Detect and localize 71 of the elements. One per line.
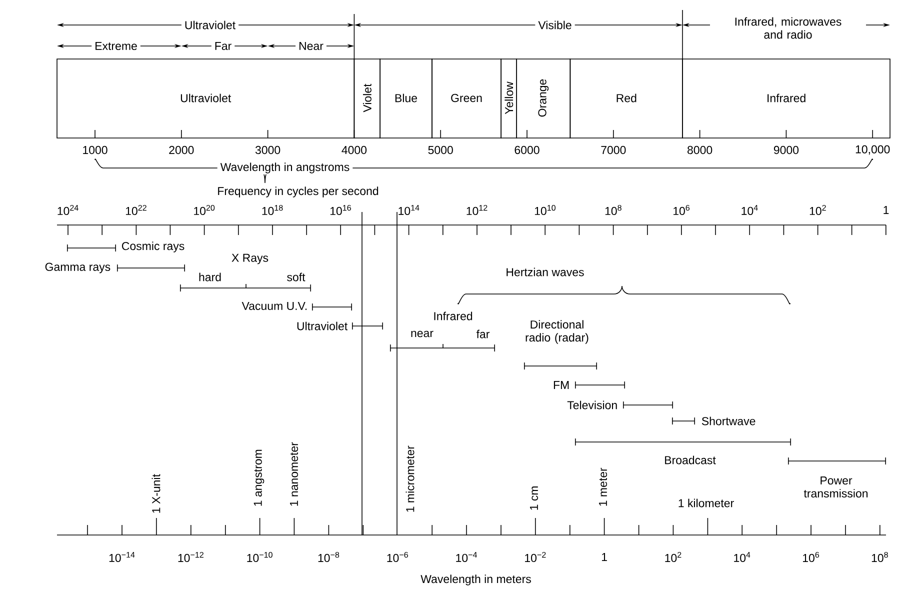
tick-label: 10$^{2}$ <box>810 204 826 216</box>
tick-label: 10$^{4}$ <box>734 552 750 562</box>
tick-label: 10$^{−10}$ <box>247 552 272 562</box>
tick-label: 10$^{10}$ <box>534 204 556 216</box>
band-cell: Violet <box>354 58 380 138</box>
band-label: Power transmission <box>804 476 868 498</box>
tick-label: 10$^{6}$ <box>674 204 690 216</box>
unit-label: 1 meter <box>599 468 608 506</box>
tick-label: 10$^{2}$ <box>665 552 682 562</box>
unit-label: 1 angstrom <box>254 450 264 506</box>
range-label: Far <box>211 41 235 52</box>
tick-label: 7000 <box>601 146 626 154</box>
tick-label: 10$^{4}$ <box>742 205 758 215</box>
band-cell: Orange <box>516 58 571 138</box>
unit-label: 1 kilometer <box>678 498 734 508</box>
band-label: far <box>476 330 490 338</box>
band-label: Cosmic rays <box>122 242 184 252</box>
tick-label: 1 <box>602 553 607 561</box>
range-label: Near <box>296 41 326 52</box>
tick-label: 10$^{24}$ <box>58 204 78 216</box>
band-cell: Yellow <box>500 58 517 138</box>
range-label: Ultraviolet <box>181 20 239 30</box>
tick-label: 5000 <box>428 146 453 154</box>
band-label: Infrared <box>434 312 472 320</box>
tick-label: 10$^{12}$ <box>466 204 488 216</box>
band-label: Gamma rays <box>45 262 110 274</box>
band-label: FM <box>554 381 569 389</box>
axis-title: Wavelength in angstroms <box>217 162 353 174</box>
axis-title: Wavelength in meters <box>420 574 531 586</box>
tick-label: 10$^{22}$ <box>126 204 146 216</box>
band-label: hard <box>199 272 221 282</box>
tick-label: 10$^{−14}$ <box>109 552 135 562</box>
tick-label: 10$^{−8}$ <box>318 552 340 562</box>
band-label: Broadcast <box>665 456 716 464</box>
band-label: near <box>411 330 434 338</box>
unit-label: 1 nanometer <box>290 442 298 506</box>
tick-label: 10$^{14}$ <box>398 205 420 215</box>
range-label: Extreme <box>92 41 140 52</box>
tick-label: 10$^{−12}$ <box>178 552 204 562</box>
band-label: Directional radio (radar) <box>526 320 588 344</box>
band-label: soft <box>287 272 306 282</box>
tick-label: 1 <box>884 206 889 214</box>
tick-label: 10$^{−4}$ <box>456 552 477 562</box>
tick-label: 10$^{−2}$ <box>525 552 546 562</box>
band-cell: Ultraviolet <box>56 58 355 138</box>
band-label: Hertzian waves <box>506 268 584 276</box>
unit-label: 1 micrometer <box>406 446 414 512</box>
tick-label: 10$^{18}$ <box>262 204 283 216</box>
band-label: X Rays <box>232 254 268 264</box>
band-label: Ultraviolet <box>297 322 348 330</box>
unit-label: 1 cm <box>530 486 538 510</box>
unit-label: 1 X-unit <box>152 474 160 513</box>
band-cell: Red <box>570 58 683 138</box>
tick-label: 6000 <box>514 146 540 154</box>
tick-label: 10$^{20}$ <box>194 204 215 216</box>
range-label: Infrared, microwaves and radio <box>710 16 866 40</box>
tick-label: 10$^{8}$ <box>872 552 888 562</box>
tick-label: 8000 <box>688 146 712 154</box>
tick-label: 4000 <box>342 146 367 154</box>
band-cell: Green <box>432 58 502 138</box>
band-label: Television <box>567 400 617 410</box>
band-cell: Blue <box>380 58 432 138</box>
tick-label: 10$^{6}$ <box>803 552 820 562</box>
axis-title: Frequency in cycles per second <box>218 186 378 198</box>
range-label: Visible <box>535 20 575 30</box>
tick-label: 10$^{8}$ <box>605 204 622 216</box>
tick-label: 10$^{16}$ <box>330 204 351 216</box>
band-label: Vacuum U.V. <box>242 302 307 310</box>
tick-label: 10$^{−6}$ <box>387 552 408 562</box>
band-cell: Infrared <box>682 58 890 138</box>
band-label: Shortwave <box>702 416 756 426</box>
